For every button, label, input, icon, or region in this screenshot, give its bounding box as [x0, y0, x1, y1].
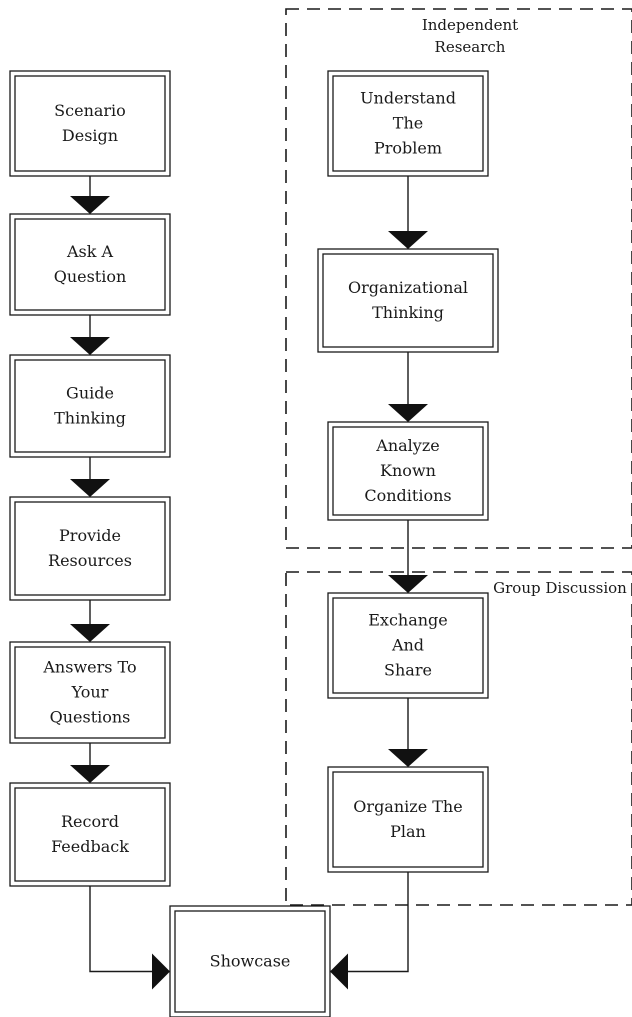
- box-label-showcase: Showcase: [210, 952, 291, 971]
- box-label-resources: Provide: [59, 526, 121, 545]
- arrowhead-icon: [388, 575, 428, 593]
- box-label-scenario: Design: [62, 126, 118, 145]
- connector-resources-to-answers: [70, 600, 110, 642]
- box-inner-border: [332, 426, 484, 516]
- group-label-independent: Independent: [422, 16, 518, 34]
- box-label-answers: Answers To: [42, 658, 136, 677]
- group-label-independent: Research: [435, 38, 506, 56]
- box-showcase: Showcase: [169, 905, 331, 1017]
- box-label-analyze: Analyze: [375, 436, 439, 455]
- box-label-organize: Organize The: [353, 797, 462, 816]
- box-outer-border: [327, 592, 489, 699]
- box-label-record: Feedback: [51, 837, 129, 856]
- connector-line: [89, 886, 170, 973]
- group-frame-group: [285, 571, 632, 906]
- box-label-exchange: Exchange: [368, 611, 448, 630]
- connector-organize-to-showcase: [330, 872, 409, 990]
- box-label-understand: Problem: [374, 139, 442, 158]
- box-outer-border: [327, 766, 489, 873]
- box-label-scenario: Scenario: [54, 101, 126, 120]
- arrowhead-icon: [70, 196, 110, 214]
- box-label-organizational: Thinking: [372, 303, 444, 322]
- box-inner-border: [332, 75, 484, 172]
- box-label-answers: Questions: [50, 708, 131, 727]
- box-inner-border: [322, 253, 494, 348]
- box-outer-border: [169, 905, 331, 1017]
- box-label-organize: Plan: [390, 822, 426, 841]
- box-label-analyze: Conditions: [364, 486, 451, 505]
- connector-line: [330, 872, 409, 973]
- box-ask: Ask A Question: [9, 213, 171, 316]
- box-outer-border: [9, 782, 171, 887]
- connector-guide-to-resources: [70, 457, 110, 497]
- box-inner-border: [14, 218, 166, 311]
- box-label-exchange: Share: [384, 661, 432, 680]
- connector-organizational-to-analyze: [388, 352, 428, 422]
- connector-scenario-to-ask: [70, 176, 110, 214]
- box-label-exchange: And: [391, 636, 424, 655]
- box-outer-border: [327, 421, 489, 521]
- box-label-organizational: Organizational: [348, 278, 468, 297]
- box-label-analyze: Known: [380, 461, 436, 480]
- box-outer-border: [327, 70, 489, 177]
- box-inner-border: [14, 501, 166, 596]
- box-outer-border: [9, 70, 171, 177]
- box-label-guide: Thinking: [54, 409, 126, 428]
- box-inner-border: [332, 771, 484, 868]
- arrowhead-icon: [388, 404, 428, 422]
- box-label-guide: Guide: [66, 384, 114, 403]
- connector-exchange-to-organize: [388, 698, 428, 767]
- box-inner-border: [14, 646, 166, 739]
- connector-answers-to-record: [70, 743, 110, 783]
- arrowhead-icon: [388, 749, 428, 767]
- box-label-understand: Understand: [360, 89, 456, 108]
- group-group: Group Discussion: [285, 571, 632, 906]
- connector-record-to-showcase: [89, 886, 170, 990]
- box-label-resources: Resources: [48, 551, 132, 570]
- group-frame-independent: [285, 8, 632, 549]
- arrowhead-icon: [330, 953, 348, 990]
- box-inner-border: [14, 75, 166, 172]
- box-inner-border: [174, 910, 326, 1013]
- arrowhead-icon: [70, 337, 110, 355]
- box-inner-border: [14, 787, 166, 882]
- arrowhead-icon: [152, 953, 170, 990]
- arrowhead-icon: [70, 624, 110, 642]
- box-outer-border: [317, 248, 499, 353]
- box-label-understand: The: [393, 114, 423, 133]
- box-inner-border: [332, 597, 484, 694]
- box-inner-border: [14, 359, 166, 453]
- box-outer-border: [9, 641, 171, 744]
- arrowhead-icon: [70, 479, 110, 497]
- box-outer-border: [9, 354, 171, 458]
- box-label-ask: Ask A: [66, 242, 114, 261]
- box-outer-border: [9, 213, 171, 316]
- connector-understand-to-organizational: [388, 176, 428, 249]
- arrowhead-icon: [388, 231, 428, 249]
- box-label-ask: Question: [54, 267, 127, 286]
- box-outer-border: [9, 496, 171, 601]
- connector-ask-to-guide: [70, 315, 110, 355]
- box-label-answers: Your: [71, 683, 109, 702]
- arrowhead-icon: [70, 765, 110, 783]
- group-label-group: Group Discussion: [493, 579, 627, 597]
- box-label-record: Record: [61, 812, 119, 831]
- connector-analyze-to-exchange: [388, 520, 428, 593]
